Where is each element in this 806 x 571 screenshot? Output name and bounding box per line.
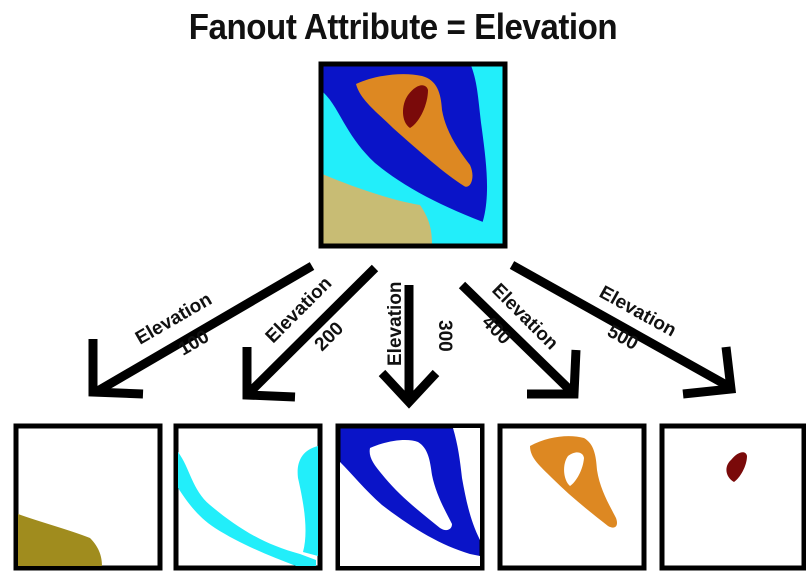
arrow-400 <box>458 281 581 399</box>
branch-value-300: 300 <box>434 320 455 352</box>
elevation-400-hole <box>564 452 584 486</box>
output-map-200 <box>173 423 323 571</box>
arrow-100 <box>88 262 315 399</box>
arrow-500 <box>509 261 737 399</box>
branch-label-300: Elevation <box>385 282 406 366</box>
elevation-200-band-left <box>178 452 316 566</box>
cyan-zone-right <box>471 66 503 244</box>
output-map-100 <box>13 423 163 571</box>
output-map-500 <box>659 423 806 571</box>
source-map-frame <box>318 61 508 249</box>
output-map-300 <box>335 423 485 571</box>
elevation-200-band-right <box>297 446 318 556</box>
elevation-500-region <box>726 452 747 482</box>
low-elevation-zone <box>323 174 432 244</box>
output-frame-500 <box>659 423 806 571</box>
high-elevation-zone <box>356 74 473 187</box>
fanout-arrows <box>88 261 737 409</box>
output-map-400 <box>497 423 647 571</box>
peak-zone <box>402 85 428 128</box>
source-elevation-map <box>318 61 508 249</box>
elevation-300-inner-cutout <box>369 440 452 531</box>
elevation-300-right-cutout <box>453 428 480 540</box>
arrow-300 <box>378 285 440 409</box>
branch-value-500: 500 <box>604 321 642 355</box>
elevation-300-low-cutout <box>340 462 480 566</box>
elevation-100-region <box>18 514 102 566</box>
branch-value-400: 400 <box>477 312 514 349</box>
arrow-200 <box>242 264 379 402</box>
diagram-title: Fanout Attribute = Elevation <box>188 6 618 47</box>
